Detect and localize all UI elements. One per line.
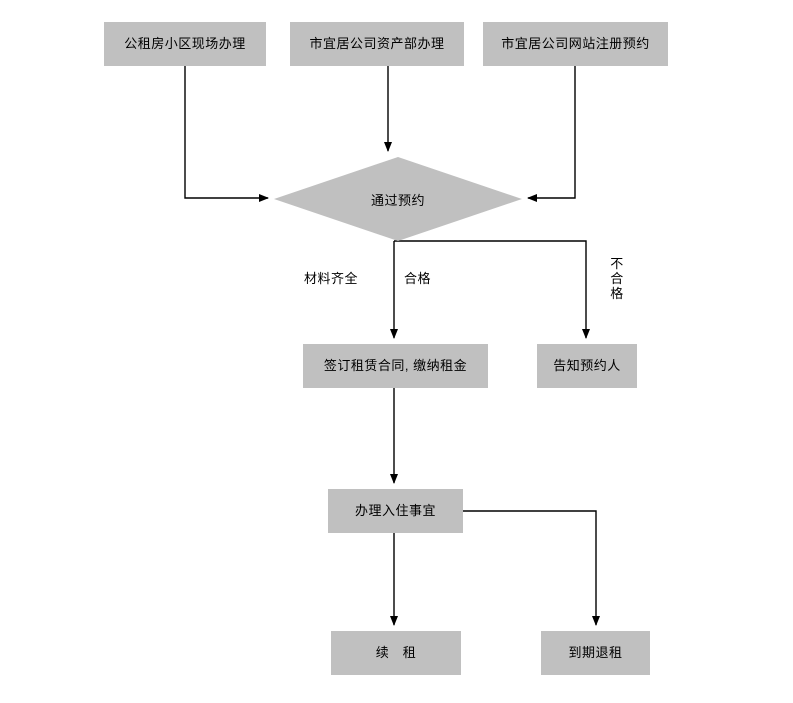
node-onsite-handling[interactable]: 公租房小区现场办理 bbox=[104, 22, 266, 66]
edge-n1-to-decision bbox=[184, 66, 269, 202]
decision-label: 通过预约 bbox=[370, 192, 425, 208]
edge-label-materials-complete: 材料齐全 bbox=[304, 271, 359, 286]
node-sign-contract-pay-rent[interactable]: 签订租赁合同, 缴纳租金 bbox=[303, 344, 488, 388]
edge-label-qualified: 合格 bbox=[404, 271, 432, 286]
node-checkout-on-expiry[interactable]: 到期退租 bbox=[541, 631, 650, 675]
node-decision-appointment-approved[interactable]: 通过预约 bbox=[274, 157, 522, 241]
node-move-in-procedures[interactable]: 办理入住事宜 bbox=[328, 489, 463, 533]
edge-n3-to-decision bbox=[527, 66, 576, 202]
edge-movein-to-checkout bbox=[463, 510, 600, 626]
edge-decision-to-notify bbox=[394, 240, 590, 339]
node-asset-department-handling[interactable]: 市宜居公司资产部办理 bbox=[290, 22, 464, 66]
node-website-registration[interactable]: 市宜居公司网站注册预约 bbox=[483, 22, 668, 66]
node-renew-lease[interactable]: 续 租 bbox=[331, 631, 461, 675]
diamond-shape bbox=[274, 157, 522, 241]
edge-label-not-qualified: 不合格 bbox=[610, 256, 624, 301]
node-notify-applicant[interactable]: 告知预约人 bbox=[537, 344, 637, 388]
